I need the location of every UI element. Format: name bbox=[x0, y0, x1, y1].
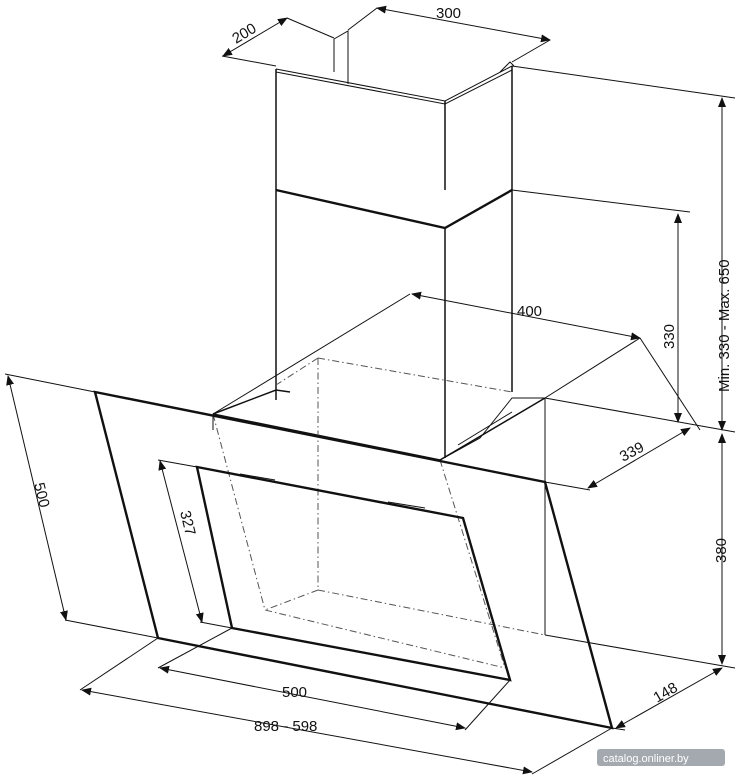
dim-400: 400 bbox=[212, 291, 641, 415]
dim-327: 327 bbox=[157, 459, 233, 629]
dim-330: 330 bbox=[511, 189, 691, 425]
dim-300: 300 bbox=[347, 5, 551, 63]
dim-380: 380 bbox=[544, 433, 736, 669]
dim-148: 148 bbox=[611, 667, 723, 731]
dim-500-height-label: 500 bbox=[30, 481, 53, 509]
dim-height-range: Min. 330 - Max. 650 bbox=[511, 65, 736, 433]
dim-339-label: 339 bbox=[617, 439, 647, 466]
dim-500-width: 500 bbox=[157, 627, 511, 731]
dim-327-label: 327 bbox=[176, 509, 199, 537]
dim-339: 339 bbox=[544, 337, 701, 491]
dim-200-label: 200 bbox=[229, 20, 259, 47]
dim-500-width-label: 500 bbox=[282, 684, 307, 701]
dim-height-range-label: Min. 330 - Max. 650 bbox=[716, 259, 733, 392]
dim-500-height: 500 bbox=[4, 373, 159, 639]
dim-overall-width: 898 - 598 bbox=[79, 637, 613, 775]
watermark-text: catalog.onliner.by bbox=[603, 753, 689, 765]
dim-400-label: 400 bbox=[517, 303, 542, 320]
dim-300-label: 300 bbox=[436, 5, 461, 22]
dim-380-label: 380 bbox=[713, 538, 730, 563]
dim-148-label: 148 bbox=[651, 679, 681, 706]
hidden-edges bbox=[212, 357, 546, 669]
watermark: catalog.onliner.by bbox=[597, 749, 725, 766]
dim-330-label: 330 bbox=[661, 324, 678, 349]
chimney bbox=[275, 30, 515, 432]
dim-200: 200 bbox=[221, 17, 335, 67]
dim-overall-width-label: 898 - 598 bbox=[254, 718, 317, 735]
